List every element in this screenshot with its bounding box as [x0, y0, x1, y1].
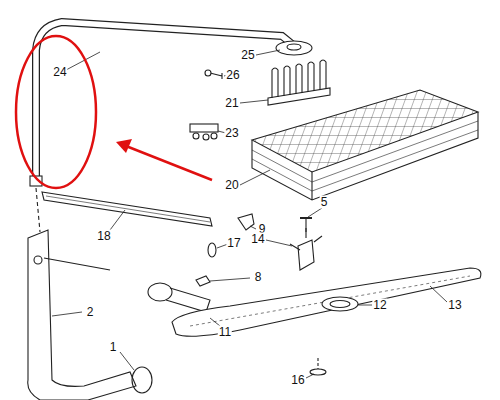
tine-rack — [268, 60, 330, 105]
callout-number: 12 — [372, 299, 387, 312]
wash-arm-bearing — [148, 276, 210, 312]
seal-ring — [322, 297, 358, 311]
callout-number: 13 — [447, 299, 462, 312]
callout-number: 14 — [250, 233, 265, 246]
callout-number: 18 — [96, 230, 111, 243]
callout-number: 25 — [240, 49, 255, 62]
callout-number: 8 — [254, 271, 263, 284]
highlight-ellipse — [16, 36, 96, 188]
small-ring — [208, 243, 216, 257]
highlight-arrowhead — [116, 139, 132, 153]
callout-number: 17 — [226, 237, 241, 250]
screw — [210, 73, 222, 79]
rail-bar — [42, 192, 212, 226]
callout-number: 26 — [225, 69, 240, 82]
gasket — [132, 367, 152, 393]
upper-basket — [252, 90, 478, 200]
bottom-nut — [310, 369, 326, 375]
callout-number: 21 — [224, 97, 239, 110]
feed-manifold — [28, 230, 136, 400]
highlight-arrow — [126, 146, 212, 180]
spray-hub — [276, 41, 312, 55]
arm-hub — [290, 218, 322, 270]
callout-number: 2 — [86, 306, 95, 319]
callout-number: 23 — [224, 127, 239, 140]
leader-lines — [52, 50, 447, 378]
callout-number: 11 — [218, 326, 232, 339]
clip-set — [190, 124, 218, 140]
callout-number: 16 — [290, 374, 305, 387]
callout-number: 24 — [52, 66, 67, 79]
callout-number: 1 — [109, 341, 118, 354]
callout-number: 5 — [320, 196, 329, 209]
basket-clip — [238, 214, 254, 230]
callout-number: 20 — [224, 179, 239, 192]
